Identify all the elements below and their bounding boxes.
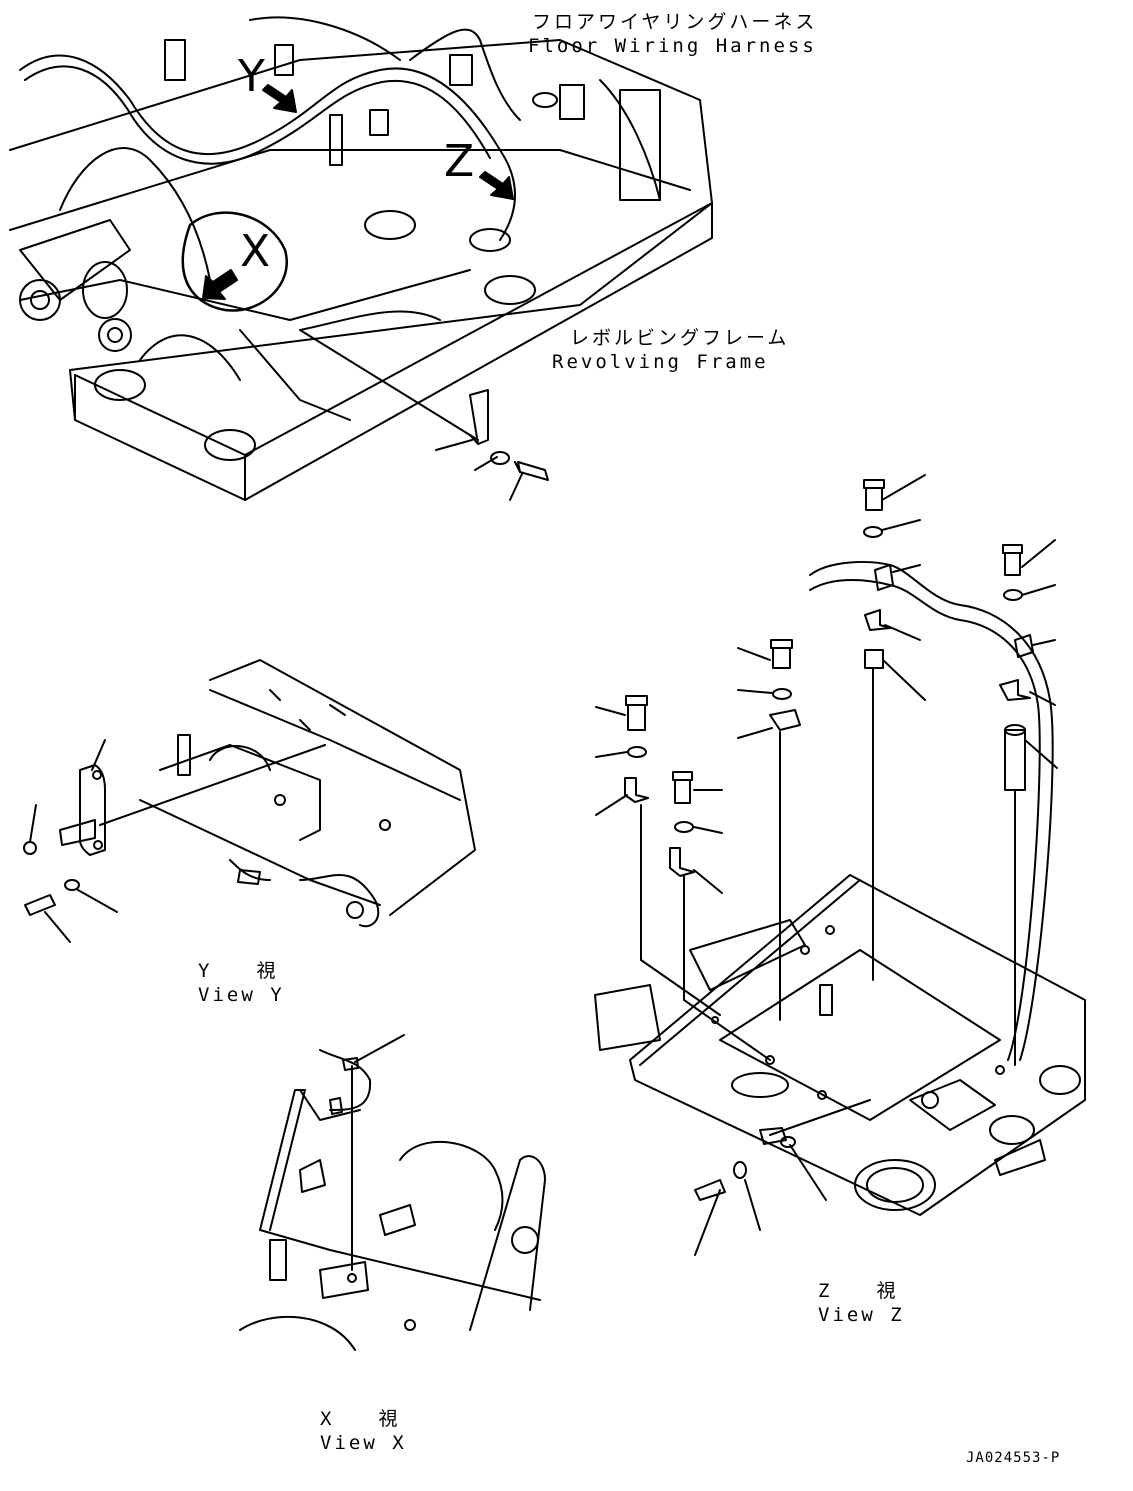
- callout-x: X: [240, 226, 271, 277]
- view-y-jp-label: Y 視: [198, 960, 279, 982]
- view-y-en-label: View Y: [198, 984, 285, 1006]
- view-z-jp-label: Z 視: [818, 1280, 899, 1302]
- floor-harness-en-label: Floor Wiring Harness: [528, 35, 817, 57]
- view-y-drawing: [23, 659, 476, 943]
- revolving-frame-jp-label: レボルビングフレーム: [570, 327, 790, 349]
- floor-harness-jp-label: フロアワイヤリングハーネス: [532, 11, 818, 33]
- view-z-drawing: [594, 474, 1086, 1256]
- view-x-jp-label: X 視: [320, 1408, 401, 1430]
- arrow-x-icon: [202, 269, 238, 300]
- callout-y: Y: [238, 51, 265, 102]
- view-z-en-label: View Z: [818, 1304, 905, 1326]
- arrow-z-icon: [479, 171, 514, 200]
- revolving-frame-en-label: Revolving Frame: [552, 351, 769, 373]
- view-x-drawing: [239, 1034, 546, 1351]
- view-x-en-label: View X: [320, 1432, 407, 1454]
- top-bracket-parts: [299, 329, 549, 501]
- callout-z: Z: [444, 136, 475, 187]
- arrow-y-icon: [262, 84, 297, 113]
- view-arrows: [202, 84, 514, 300]
- drawing-number: JA024553-P: [966, 1450, 1061, 1466]
- revolving-frame: [9, 16, 713, 501]
